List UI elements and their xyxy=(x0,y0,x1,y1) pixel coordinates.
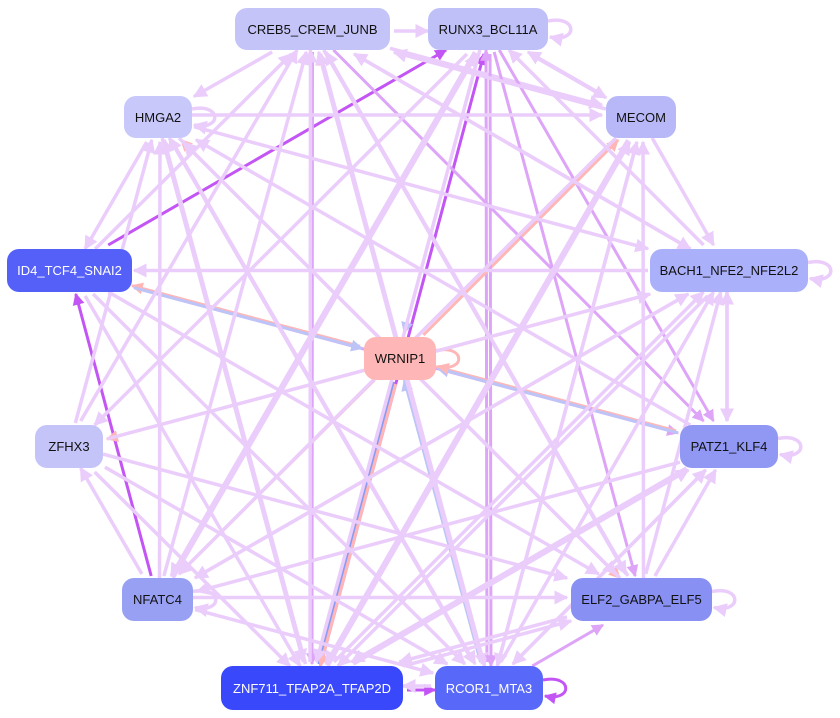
edge-ID4_TCF4_SNAI2-to-WRNIP1 xyxy=(133,286,364,352)
node-wrnip1[interactable]: WRNIP1 xyxy=(364,337,436,380)
node-patz1_klf4[interactable]: PATZ1_KLF4 xyxy=(680,425,778,468)
edge-PATZ1_KLF4-to-PATZ1_KLF4 xyxy=(777,435,803,464)
node-label: BACH1_NFE2_NFE2L2 xyxy=(659,263,799,278)
edge-NFATC4-to-NFATC4 xyxy=(192,588,218,617)
node-label: ZNF711_TFAP2A_TFAP2D xyxy=(233,680,391,696)
edge-HMGA2-to-ID4_TCF4_SNAI2 xyxy=(83,141,149,251)
edge-RCOR1_MTA3-to-RUNX3_BCL11A xyxy=(480,48,493,663)
edge-ZFHX3-to-ZNF711_TFAP2A_TFAP2D xyxy=(93,470,292,668)
edge-ELF2_GABPA_ELF5-to-ZNF711_TFAP2A_TFAP2D xyxy=(398,615,568,666)
edge-PATZ1_KLF4-to-ZNF711_TFAP2A_TFAP2D xyxy=(350,466,688,664)
edge-ZNF711_TFAP2A_TFAP2D-to-PATZ1_KLF4 xyxy=(352,468,690,666)
edge-ID4_TCF4_SNAI2-to-RCOR1_MTA3 xyxy=(91,292,467,666)
node-label: RCOR1_MTA3 xyxy=(445,680,533,696)
edge-NFATC4-to-CREB5_CREM_JUNB xyxy=(162,50,310,577)
edge-CREB5_CREM_JUNB-to-HMGA2 xyxy=(192,50,273,99)
node-label: WRNIP1 xyxy=(374,351,426,366)
node-creb5_crem_junb[interactable]: CREB5_CREM_JUNB xyxy=(235,8,390,50)
edge-HMGA2-to-BACH1_NFE2_NFE2L2 xyxy=(193,124,650,253)
edge-ID4_TCF4_SNAI2-to-ZNF711_TFAP2A_TFAP2D xyxy=(83,295,302,668)
edge-RCOR1_MTA3-to-MECOM xyxy=(495,140,641,667)
edge-CREB5_CREM_JUNB-to-MECOM xyxy=(389,46,604,109)
edge-NFATC4-to-ZFHX3 xyxy=(79,466,144,575)
edge-PATZ1_KLF4-to-NFATC4 xyxy=(195,460,681,595)
edge-NFATC4-to-RCOR1_MTA3 xyxy=(194,607,435,677)
node-rcor1_mta3[interactable]: RCOR1_MTA3 xyxy=(435,666,543,710)
edge-RCOR1_MTA3-to-BACH1_NFE2_NFE2L2 xyxy=(499,290,716,663)
node-runx3_bcl11a[interactable]: RUNX3_BCL11A xyxy=(428,8,548,50)
node-label: ID4_TCF4_SNAI2 xyxy=(17,263,122,278)
edge-ELF2_GABPA_ELF5-to-CREB5_CREM_JUNB xyxy=(324,50,630,577)
edge-RUNX3_BCL11A-to-ELF2_GABPA_ELF5 xyxy=(492,51,639,578)
edge-NFATC4-to-RUNX3_BCL11A xyxy=(171,52,479,579)
node-label: RUNX3_BCL11A xyxy=(438,21,538,37)
node-label: ELF2_GABPA_ELF5 xyxy=(581,592,702,607)
node-label: HMGA2 xyxy=(134,109,182,125)
edge-RUNX3_BCL11A-to-PATZ1_KLF4 xyxy=(497,49,715,423)
edge-MECOM-to-BACH1_NFE2_NFE2L2 xyxy=(650,137,716,247)
edge-HMGA2-to-HMGA2 xyxy=(191,106,217,135)
edge-BACH1_NFE2_NFE2L2-to-RUNX3_BCL11A xyxy=(507,48,705,247)
edge-ZFHX3-to-ELF2_GABPA_ELF5 xyxy=(102,452,569,582)
node-mecom[interactable]: MECOM xyxy=(606,96,676,138)
edge-WRNIP1-to-ZNF711_TFAP2A_TFAP2D xyxy=(317,383,398,668)
node-label: MECOM xyxy=(616,109,666,125)
node-znf711_tfap2a_tfap2d[interactable]: ZNF711_TFAP2A_TFAP2D xyxy=(221,666,403,710)
edge-MECOM-to-RUNX3_BCL11A xyxy=(526,50,605,98)
node-nfatc4[interactable]: NFATC4 xyxy=(122,578,193,621)
edge-ZNF711_TFAP2A_TFAP2D-to-MECOM xyxy=(326,140,632,667)
edge-RCOR1_MTA3-to-PATZ1_KLF4 xyxy=(511,468,707,666)
edge-RCOR1_MTA3-to-HMGA2 xyxy=(167,136,475,663)
edge-NFATC4-to-BACH1_NFE2_NFE2L2 xyxy=(194,292,690,580)
edge-BACH1_NFE2_NFE2L2-to-BACH1_NFE2_NFE2L2 xyxy=(807,259,833,288)
edge-ZNF711_TFAP2A_TFAP2D-to-BACH1_NFE2_NFE2L2 xyxy=(332,290,705,664)
node-elf2_gabpa_elf5[interactable]: ELF2_GABPA_ELF5 xyxy=(571,578,712,621)
node-hmga2[interactable]: HMGA2 xyxy=(124,96,192,138)
edge-PATZ1_KLF4-to-HMGA2 xyxy=(194,138,692,427)
node-label: PATZ1_KLF4 xyxy=(690,439,768,454)
edge-RCOR1_MTA3-to-RCOR1_MTA3 xyxy=(542,677,568,705)
edge-ELF2_GABPA_ELF5-to-ELF2_GABPA_ELF5 xyxy=(711,588,737,617)
node-label: NFATC4 xyxy=(133,592,182,607)
node-id4_tcf4_snai2[interactable]: ID4_TCF4_SNAI2 xyxy=(7,249,132,292)
edge-ELF2_GABPA_ELF5-to-PATZ1_KLF4 xyxy=(653,468,718,577)
node-bach1_nfe2_nfe2l2[interactable]: BACH1_NFE2_NFE2L2 xyxy=(650,249,808,292)
edge-BACH1_NFE2_NFE2L2-to-CREB5_CREM_JUNB xyxy=(352,52,692,251)
edge-RUNX3_BCL11A-to-RCOR1_MTA3 xyxy=(484,53,497,668)
edge-ZFHX3-to-RCOR1_MTA3 xyxy=(104,465,449,666)
edge-ZNF711_TFAP2A_TFAP2D-to-ELF2_GABPA_ELF5 xyxy=(402,617,573,668)
edge-WRNIP1-to-WRNIP1 xyxy=(435,348,461,375)
edge-RCOR1_MTA3-to-ELF2_GABPA_ELF5 xyxy=(531,623,605,668)
edge-RUNX3_BCL11A-to-RUNX3_BCL11A xyxy=(547,18,573,47)
edge-ZNF711_TFAP2A_TFAP2D-to-HMGA2 xyxy=(160,138,308,665)
edge-RUNX3_BCL11A-to-NFATC4 xyxy=(169,51,477,578)
node-label: CREB5_CREM_JUNB xyxy=(247,21,378,37)
node-zfhx3[interactable]: ZFHX3 xyxy=(35,425,103,468)
edge-MECOM-to-CREB5_CREM_JUNB xyxy=(392,48,607,111)
edge-ID4_TCF4_SNAI2-to-ELF2_GABPA_ELF5 xyxy=(107,290,600,576)
node-label: ZFHX3 xyxy=(48,439,90,454)
